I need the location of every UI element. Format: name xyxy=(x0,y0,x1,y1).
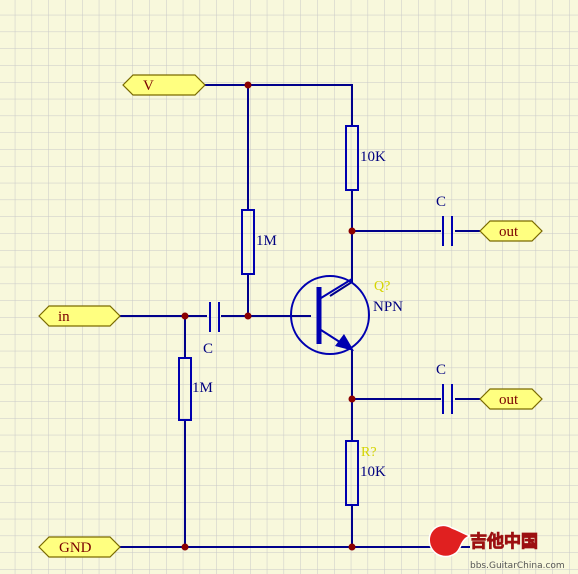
port-v[interactable]: V xyxy=(122,74,206,96)
capacitor-input[interactable] xyxy=(209,302,220,332)
c-input-label: C xyxy=(203,341,213,357)
transistor-circle xyxy=(290,275,370,355)
transistor-collector-lead xyxy=(320,278,353,299)
r-collector-value: 10K xyxy=(360,149,386,165)
port-out-bottom-label: out xyxy=(499,392,519,408)
port-out-top[interactable]: out xyxy=(479,220,543,242)
guitar-logo-icon xyxy=(428,524,473,558)
q-designator: Q? xyxy=(374,279,390,294)
resistor-emitter[interactable] xyxy=(345,440,359,506)
port-gnd[interactable]: GND xyxy=(38,536,121,558)
junctions xyxy=(181,81,356,551)
capacitor-out-top[interactable] xyxy=(442,216,453,246)
r-emitter-designator: R? xyxy=(361,445,377,460)
junction-dot xyxy=(348,395,356,403)
emitter-arrow-icon xyxy=(335,334,354,351)
junction-dot xyxy=(348,227,356,235)
watermark-logo-text: 吉他中国 xyxy=(470,531,538,552)
r-bias-top-value: 1M xyxy=(256,233,277,249)
capacitor-out-bottom[interactable] xyxy=(442,384,453,414)
port-v-label: V xyxy=(143,78,154,94)
resistor-collector[interactable] xyxy=(345,125,359,191)
watermark: 吉他中国 bbs.GuitarChina.com xyxy=(428,524,565,571)
resistor-bias-bottom[interactable] xyxy=(178,357,192,421)
c-out-bottom-label: C xyxy=(436,362,446,378)
wire-v-rail[interactable] xyxy=(205,84,353,126)
port-out-bottom[interactable]: out xyxy=(479,388,543,410)
junction-dot xyxy=(348,543,356,551)
junction-dot xyxy=(244,312,252,320)
watermark-url: bbs.GuitarChina.com xyxy=(470,561,565,571)
port-gnd-label: GND xyxy=(59,540,92,556)
capacitors xyxy=(209,216,453,414)
junction-dot xyxy=(181,312,189,320)
port-out-top-label: out xyxy=(499,224,519,240)
r-bias-bottom-value: 1M xyxy=(192,380,213,396)
q-type-label: NPN xyxy=(373,299,403,315)
junction-dot xyxy=(244,81,252,89)
port-in[interactable]: in xyxy=(38,305,121,327)
port-in-label: in xyxy=(58,309,70,325)
r-emitter-value: 10K xyxy=(360,464,386,480)
resistor-bias-top[interactable] xyxy=(241,209,255,275)
component-labels: 10K 1M 1M 10K R? C C C Q? NPN xyxy=(192,149,446,480)
c-out-top-label: C xyxy=(436,194,446,210)
junction-dot xyxy=(181,543,189,551)
resistors xyxy=(178,125,359,506)
npn-transistor[interactable] xyxy=(290,275,370,355)
